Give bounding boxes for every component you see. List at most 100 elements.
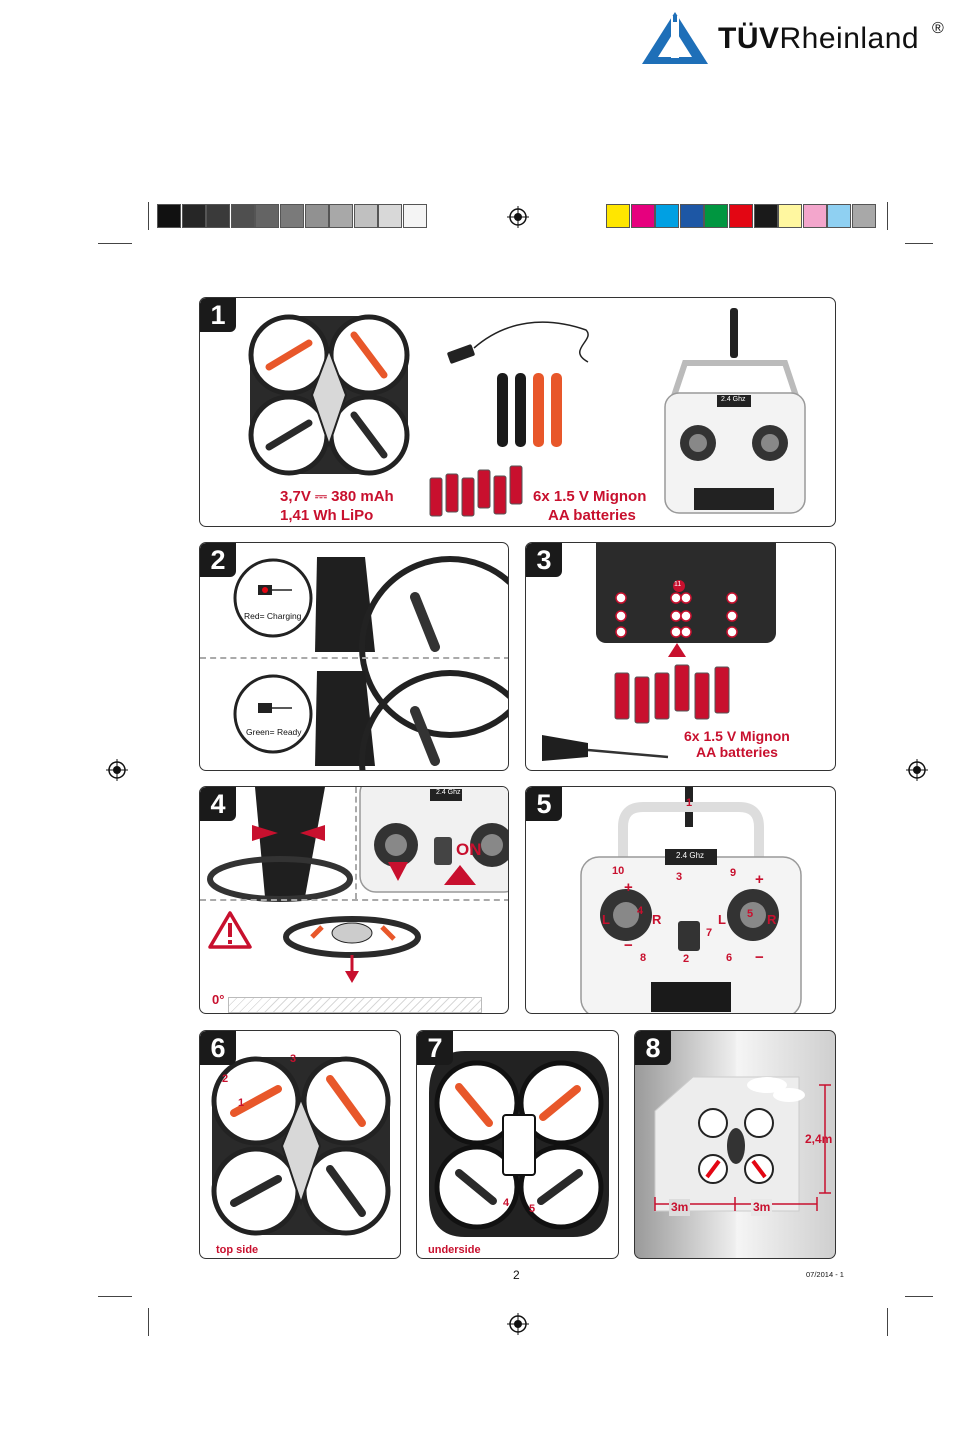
lipo-battery-spec-line2: 1,41 Wh LiPo [280,507,373,524]
power-on-label: ON [456,841,482,858]
left-stick-up-label: + [624,879,633,896]
crop-mark [148,1308,149,1336]
remote-frequency-label: 2.4 Ghz [676,851,704,860]
lipo-battery-spec-line1: 3,7V ⎓ 380 mAh [280,488,394,505]
callout-4: 4 [503,1197,509,1209]
remote-frequency-label: 2.4 Ghz [436,789,461,796]
callout-7: 7 [706,927,712,939]
step-number: 8 [635,1031,671,1065]
registration-mark-icon [106,759,128,781]
crop-mark [148,202,149,230]
callout-4: 4 [637,905,643,917]
tuv-brand-bold: TÜV [718,22,780,55]
distance-left-label: 3m [669,1199,690,1216]
quadcopter-top-side-icon [208,1053,394,1239]
tuv-rheinland-logo: TÜVRheinland ® [640,10,960,70]
calibration-swatch [157,204,181,228]
right-stick-down-label: − [755,949,764,966]
left-stick-right-label: R [652,911,661,928]
aa-batteries-icon [611,663,731,725]
underside-caption: underside [428,1242,481,1259]
aa-battery-spec-line2: AA batteries [696,744,778,761]
calibration-swatch [354,204,378,228]
step-number: 5 [526,787,562,821]
step-number: 6 [200,1031,236,1065]
registration-mark-icon [507,206,529,228]
calibration-swatch [778,204,802,228]
charging-status-label: Red= Charging [244,611,301,621]
panel-1-package-contents: 1 3,7V ⎓ 380 mAh 1,41 Wh LiPo 6x 1.5 V M… [199,297,836,527]
registered-mark: ® [932,20,944,38]
step-number: 4 [200,787,236,821]
callout-11: 11 [674,581,681,588]
crop-mark [905,1296,933,1297]
calibration-swatch [206,204,230,228]
calibration-swatch [255,204,279,228]
step-number: 3 [526,543,562,577]
panel-divider [200,657,509,659]
callout-3: 3 [290,1053,296,1065]
screwdriver-icon [538,729,673,765]
quadcopter-top-view-icon [244,310,414,480]
quadcopter-underside-icon [425,1045,613,1241]
panel-6-top-side: 6 1 2 3 top side [199,1030,401,1259]
date-code: 07/2014 - 1 [806,1270,844,1279]
calibration-swatch [680,204,704,228]
callout-2: 2 [683,953,689,965]
calibration-swatch [182,204,206,228]
battery-compartment-icon [596,543,776,647]
tuv-wordmark: TÜVRheinland [718,22,919,56]
right-stick-up-label: + [755,871,764,888]
height-label: 2,4m [805,1131,832,1148]
calibration-swatch [305,204,329,228]
panel-5-controller-overview: 5 1 2 3 4 5 6 7 8 9 10 L R L R + − + − 2… [525,786,836,1014]
crop-mark [98,243,132,244]
panel-divider [200,899,509,901]
level-angle-label: 0° [212,991,224,1008]
aa-battery-spec-line2: AA batteries [548,507,636,524]
panel-7-underside: 7 4 5 underside [416,1030,619,1259]
indoor-room-illustration-icon [649,1071,829,1251]
remote-controller-icon [660,308,810,520]
right-stick-left-label: L [718,911,726,928]
right-stick-right-label: R [767,911,776,928]
calibration-swatch [329,204,353,228]
drone-charging-closeup-icon [305,547,505,657]
usb-charging-cable-icon [446,320,596,370]
panel-8-flight-space: 8 2,4m 3m 3m [634,1030,836,1259]
callout-10: 10 [612,865,624,877]
insert-arrow-icon [668,643,686,657]
callout-1: 1 [686,797,692,809]
calibration-swatch [803,204,827,228]
calibration-swatch [852,204,876,228]
panel-3-insert-batteries: 3 11 6x 1.5 V Mignon AA batteries [525,542,836,771]
calibration-swatch [231,204,255,228]
calibration-swatch [754,204,778,228]
charging-indicator-magnifier-icon [232,557,314,639]
drone-ready-closeup-icon [305,661,505,771]
registration-mark-icon [507,1313,529,1335]
callout-5: 5 [747,908,753,920]
crop-mark [98,1296,132,1297]
tuv-triangle-icon [640,10,710,66]
warning-triangle-icon [208,911,252,949]
panel-4-switch-on-and-level: 4 2.4 Ghz ON 0° [199,786,509,1014]
callout-8: 8 [640,952,646,964]
left-stick-down-label: − [624,937,633,954]
calibration-swatch [655,204,679,228]
calibration-swatch [631,204,655,228]
remote-frequency-label: 2.4 Ghz [721,396,746,403]
crop-mark [905,243,933,244]
step-number: 1 [200,298,236,332]
tuv-brand-rest: Rheinland [780,22,920,55]
distance-right-label: 3m [751,1199,772,1216]
page-number: 2 [513,1268,520,1282]
remote-controller-detail-icon [581,787,801,1014]
left-stick-left-label: L [602,911,610,928]
panel-divider [355,787,357,899]
callout-3: 3 [676,871,682,883]
crop-mark [887,1308,888,1336]
ready-status-label: Green= Ready [246,727,302,737]
registration-mark-icon [906,759,928,781]
calibration-swatch [729,204,753,228]
